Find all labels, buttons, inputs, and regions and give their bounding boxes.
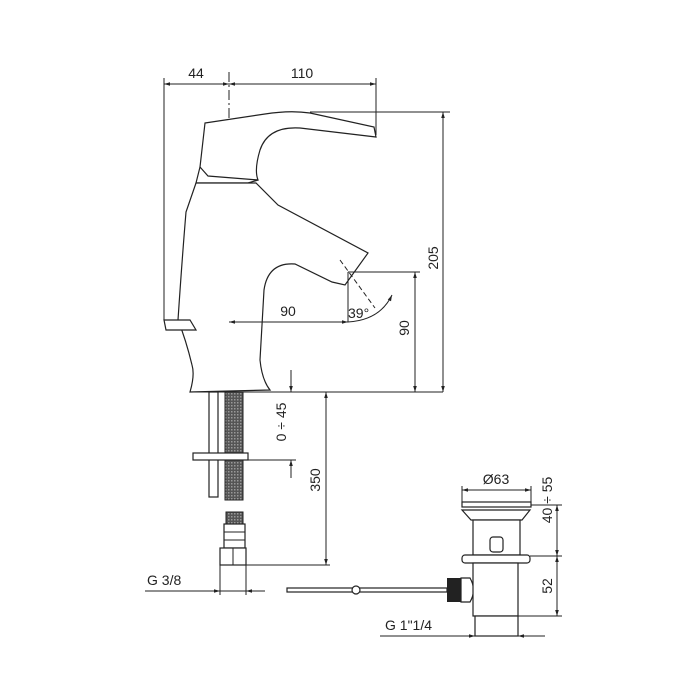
mounting-shank <box>192 391 249 501</box>
dim-52: 52 <box>539 578 555 594</box>
dim-110: 110 <box>291 65 314 81</box>
dim-90-horizontal: 90 <box>280 303 296 319</box>
pop-up-rod <box>286 577 475 603</box>
pop-up-waste <box>460 501 532 637</box>
dim-40-55: 40 ÷ 55 <box>539 476 555 523</box>
dim-44: 44 <box>188 65 204 81</box>
dim-g-1-1-4: G 1"1/4 <box>385 617 432 633</box>
dim-angle-39: 39° <box>348 305 369 321</box>
dim-diameter-63: Ø63 <box>483 471 510 487</box>
hose-fitting <box>219 511 247 595</box>
dim-350: 350 <box>307 468 323 492</box>
dim-90-vertical: 90 <box>396 320 412 336</box>
dim-g-3-8: G 3/8 <box>147 572 181 588</box>
dim-deck-thickness: 0 ÷ 45 <box>273 402 289 441</box>
dim-205: 205 <box>425 246 441 270</box>
faucet-body <box>163 111 443 393</box>
